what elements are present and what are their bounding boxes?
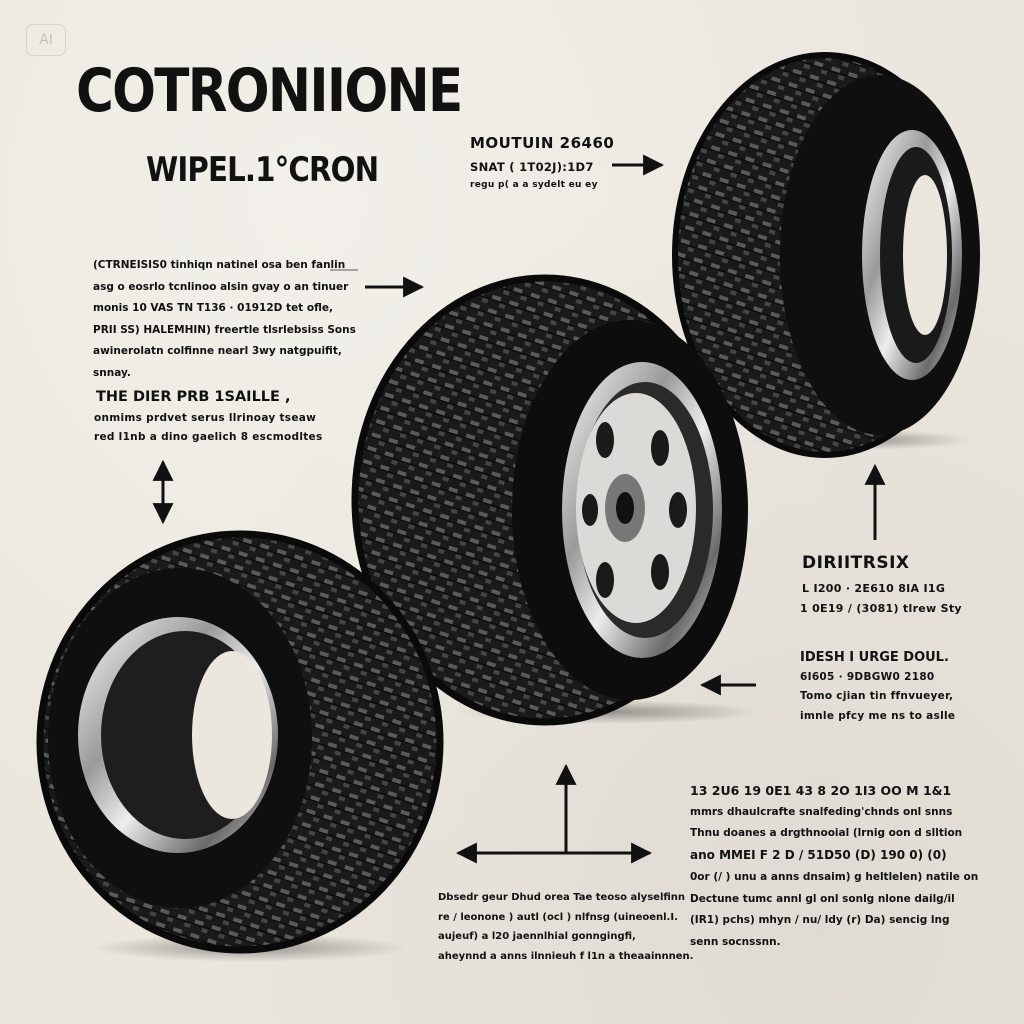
- right-mid-line1: L I200 · 2E610 8IA I1G: [802, 582, 946, 595]
- right-mid-heading: DIRIITRSIX: [802, 553, 910, 573]
- poster-title: COTRONIIONE: [76, 56, 463, 126]
- bottom-right-line: senn socnssnn.: [690, 935, 781, 948]
- left-sub-line1: onmims prdvet serus llrinoay tseaw: [94, 412, 317, 424]
- bottom-right-line: 13 2U6 19 0E1 43 8 2O 1I3 OO M 1&1: [690, 783, 952, 798]
- right-lower-line3: imnle pfcy me ns to aslle: [800, 710, 956, 722]
- top-callout-line2: regu p( a a sydelt eu ey: [470, 180, 598, 190]
- left-description-line: (CTRNEISIS0 tinhiqn natinel osa ben fanl…: [93, 259, 346, 271]
- left-description-block: (CTRNEISIS0 tinhiqn natinel osa ben fanl…: [93, 255, 356, 384]
- right-lower-heading: IDESH I URGE DOUL.: [800, 650, 949, 665]
- left-sub-heading: THE DIER PRB 1SAILLE ,: [96, 389, 291, 405]
- bottom-right-line: Dectune tumc annl gl onl sonlg nlone dai…: [690, 892, 955, 905]
- bottom-left-line: Dbsedr geur Dhud orea Tae teoso alyselfi…: [438, 892, 686, 903]
- bottom-right-block: 13 2U6 19 0E1 43 8 2O 1I3 OO M 1&1 mmrs …: [690, 780, 978, 954]
- top-callout-line1: SNAT ( 1T02J):1D7: [470, 160, 594, 174]
- poster-subtitle: WIPEL.1°CRON: [146, 150, 379, 190]
- right-mid-line2: 1 0E19 / (3081) tlrew Sty: [800, 602, 962, 615]
- bottom-left-block: Dbsedr geur Dhud orea Tae teoso alyselfi…: [438, 888, 693, 966]
- bottom-left-line: aujeuf) a l20 jaennlhial gonngingfi,: [438, 931, 636, 942]
- bottom-right-line: Thnu doanes a drgthnooial (lrnig oon d s…: [690, 827, 963, 840]
- left-sub-line2: red l1nb a dino gaelich 8 escmodltes: [94, 431, 323, 443]
- left-description-line: asg o eosrlo tcnlinoo alsin gvay o an ti…: [93, 280, 349, 293]
- bottom-right-line: ano MMEI F 2 D / 51D50 (D) 190 0) (0): [690, 848, 947, 863]
- ai-watermark-badge: AI: [26, 24, 66, 56]
- left-description-line: monis 10 VAS TN T136 · 01912D tet ofle,: [93, 302, 333, 314]
- bottom-left-line: aheynnd a anns ilnnieuh f l1n a theaainn…: [438, 950, 694, 962]
- bottom-right-line: (IR1) pchs) mhyn / nu/ ldy (r) Da) senci…: [690, 914, 950, 927]
- right-lower-line1: 6I605 · 9DBGW0 2180: [800, 671, 935, 683]
- tire-middle: [351, 274, 748, 726]
- bottom-right-line: mmrs dhaulcrafte snalfeding'chnds onl sn…: [690, 805, 953, 818]
- bottom-right-line: 0or (/ ) unu a anns dnsaim) g heltlelen)…: [690, 870, 979, 883]
- left-description-line: awinerolatn colfinne nearl 3wy natgpuifi…: [93, 345, 342, 357]
- top-callout-heading: MOUTUIN 26460: [470, 134, 615, 152]
- bottom-left-line: re / leonone ) autl (ocl ) nlfnsg (uineo…: [438, 911, 678, 923]
- tire-top-right: [672, 52, 980, 458]
- left-description-line: PRII SS) HALEMHIN) freertle tlsrlebsiss …: [93, 323, 356, 336]
- tire-bottom-left: [36, 530, 444, 954]
- lug-holes: [582, 422, 687, 598]
- right-lower-line2: Tomo cjian tin ffnvueyer,: [800, 690, 954, 702]
- left-description-line: snnay.: [93, 366, 131, 379]
